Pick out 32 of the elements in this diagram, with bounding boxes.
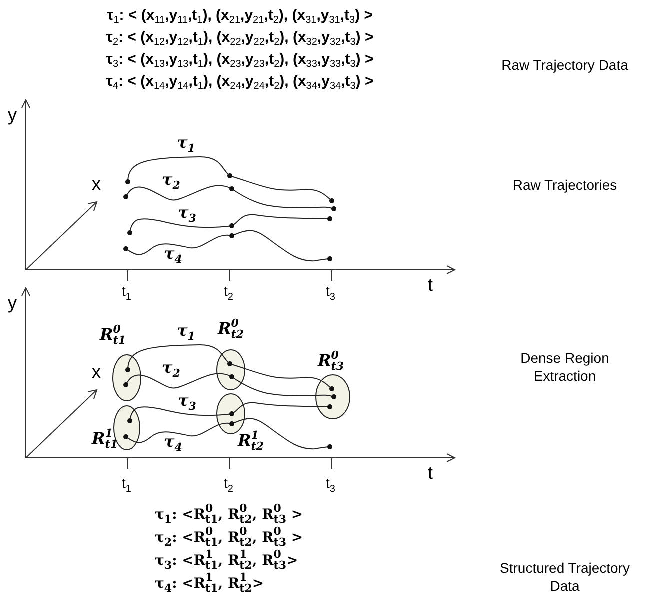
- axis-label: x: [92, 363, 101, 381]
- formula-line: τ$_{4}$: <R$^{1}$$_{t1}$, R$^{1}$$_{t2}$>: [155, 572, 264, 594]
- formula-line: τ$_{3}$: < (x$_{13}$,y$_{13}$,t$_{1}$), (x$_{23}$,y$_{23}$,t$_{2}$), (x$_{33}$,y$_{33}$,t$_{3}$) >: [106, 52, 374, 70]
- section-label: Structured Trajectory Data: [499, 560, 631, 595]
- trajectory-label: τ$_{4}$: [164, 434, 182, 454]
- trajectory-label: τ$_{1}$: [177, 323, 196, 342]
- formula-line: τ$_{2}$: <R$^{0}$$_{t1}$, R$^{0}$$_{t2}$, R$^{0}$$_{t3}$ >: [155, 526, 304, 548]
- tick-label: t$_{3}$: [326, 476, 336, 495]
- tick-label: t$_{3}$: [326, 284, 336, 303]
- trajectory-label: τ$_{3}$: [178, 205, 196, 224]
- section-label: Raw Trajectories: [512, 177, 618, 194]
- section-label: Raw Trajectory Data: [500, 57, 630, 74]
- trajectory-label: τ$_{3}$: [178, 393, 196, 412]
- section-label: Dense Region Extraction: [520, 350, 610, 385]
- trajectory-label: τ$_{4}$: [164, 246, 182, 266]
- axis-label: t: [428, 464, 434, 482]
- formula-line: τ$_{4}$: < (x$_{14}$,y$_{14}$,t$_{1}$), (x$_{24}$,y$_{24}$,t$_{2}$), (x$_{34}$,y$_{34}$,t$_{3}$) >: [106, 74, 374, 92]
- axis-label: t: [428, 276, 434, 294]
- formula-line: τ$_{3}$: <R$^{1}$$_{t1}$, R$^{1}$$_{t2}$, R$^{0}$$_{t3}$>: [155, 549, 298, 571]
- formula-line: τ$_{1}$: <R$^{0}$$_{t1}$, R$^{0}$$_{t2}$, R$^{0}$$_{t3}$ >: [155, 503, 304, 525]
- tick-label: t$_{1}$: [122, 476, 132, 495]
- axis-label: y: [8, 106, 17, 124]
- formula-line: τ$_{1}$: < (x$_{11}$,y$_{11}$,t$_{1}$), (x$_{21}$,y$_{21}$,t$_{2}$), (x$_{31}$,y$_{31}$,t$_{3}$) >: [107, 8, 373, 26]
- tick-label: t$_{2}$: [224, 476, 234, 495]
- tick-label: t$_{2}$: [224, 284, 234, 303]
- trajectory-label: τ$_{1}$: [177, 135, 196, 154]
- axis-label: y: [8, 294, 17, 312]
- trajectory-label: τ$_{2}$: [162, 172, 180, 192]
- tick-label: t$_{1}$: [122, 284, 132, 303]
- trajectory-label: τ$_{2}$: [162, 360, 180, 380]
- axis-label: x: [92, 175, 101, 193]
- formula-line: τ$_{2}$: < (x$_{12}$,y$_{12}$,t$_{1}$), (x$_{22}$,y$_{22}$,t$_{2}$), (x$_{32}$,y$_{32}$,t$_{3}$) >: [106, 30, 374, 48]
